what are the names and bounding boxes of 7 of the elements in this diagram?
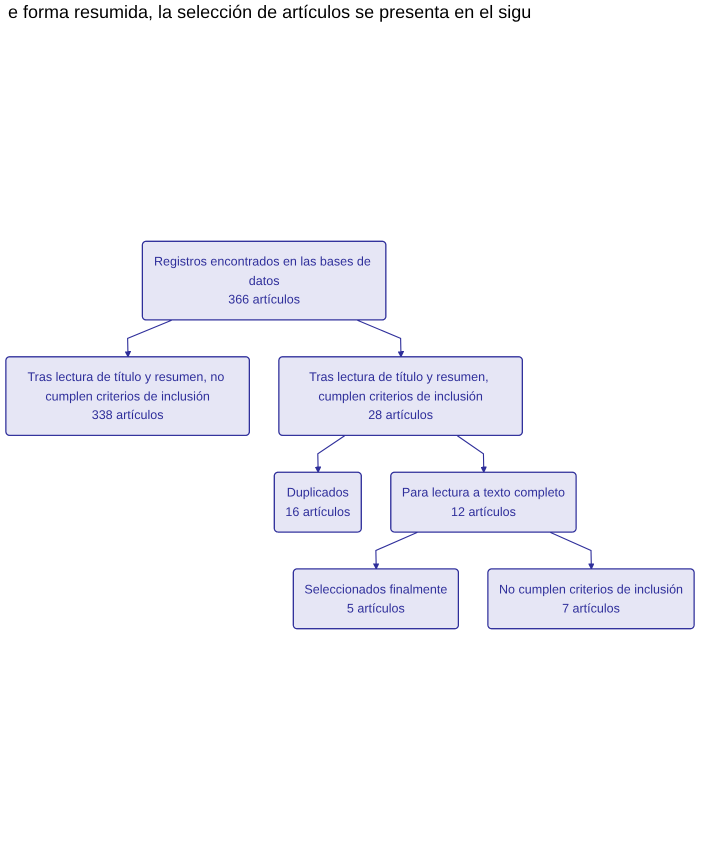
- arrow: [124, 320, 172, 358]
- arrow: [457, 435, 487, 473]
- arrow: [314, 435, 345, 473]
- text-line: e forma resumida, la selección de artículos se presenta en el sigu: [7, 1, 532, 24]
- arrow: [372, 532, 418, 570]
- arrow: [550, 532, 594, 570]
- arrow: [357, 320, 404, 358]
